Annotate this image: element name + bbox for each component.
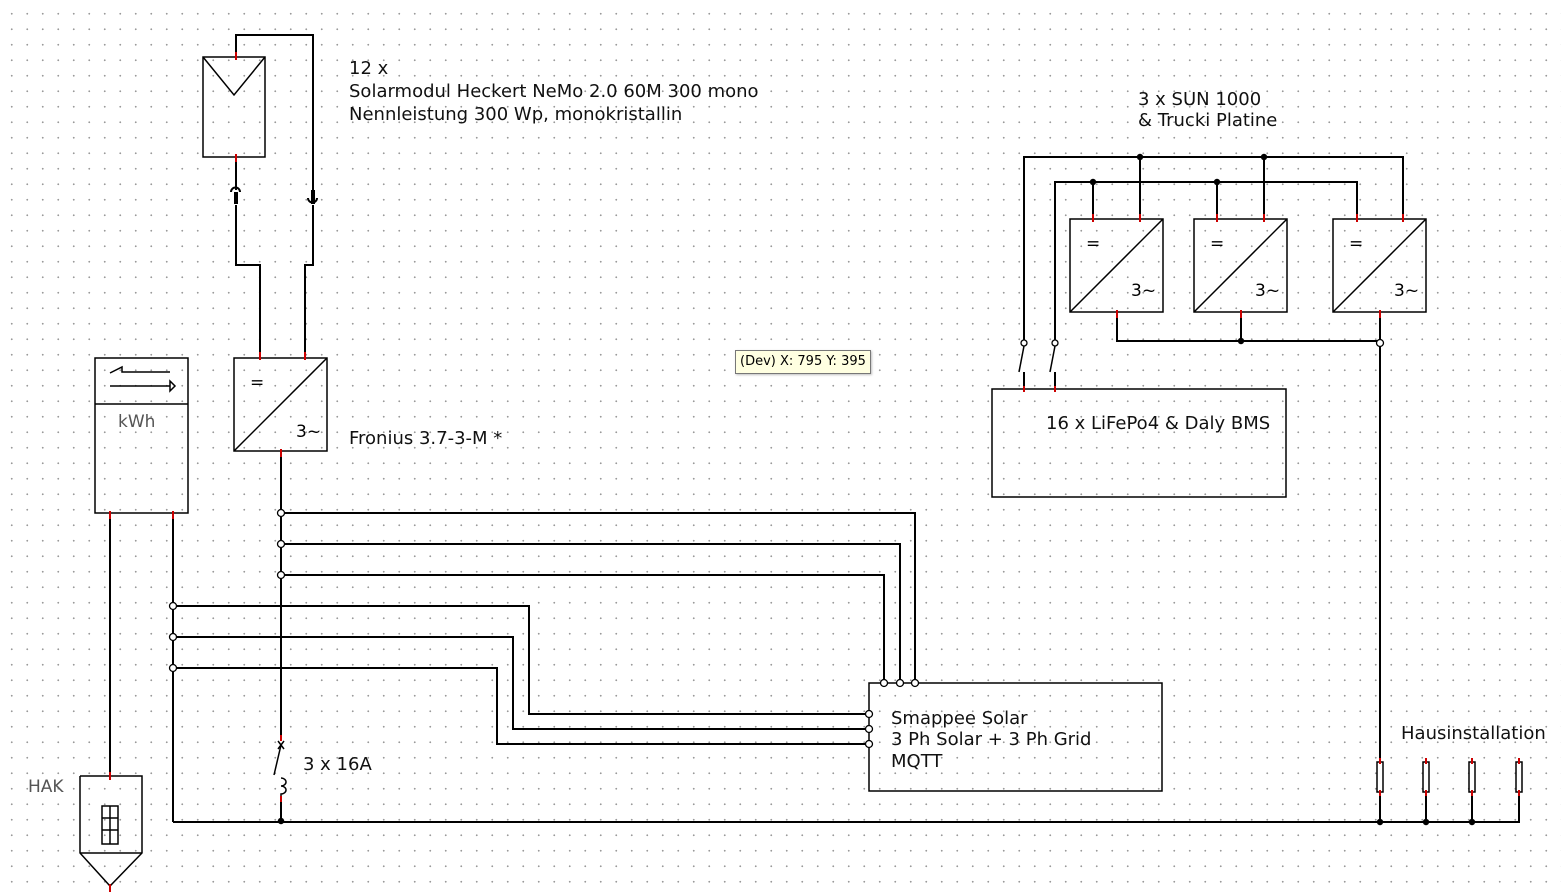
pin-markers [109,52,1520,892]
smappee-label-1: Smappee Solar [891,708,1028,729]
hak-label: HAK [28,777,64,797]
inverter-dc-label: = [1086,234,1100,254]
inverter-ac-label: 3~ [296,422,321,442]
smappee-label-3: MQTT [891,751,943,772]
smappee-label-2: 3 Ph Solar + 3 Ph Grid [891,729,1092,750]
solar-count-label: 12 x [349,58,389,79]
sun-board-label: & Trucki Platine [1138,110,1278,131]
battery-switch-icon[interactable] [1018,345,1056,373]
house-fuse-icons[interactable] [1376,761,1523,793]
smappee-box[interactable] [868,682,1163,792]
fronius-label: Fronius 3.7-3-M * [349,428,503,449]
inverter-dc-label: = [1349,234,1363,254]
breaker-label: 3 x 16A [303,754,372,775]
hak-connection-box[interactable] [79,775,143,888]
inverter-ac-label: 3~ [1255,281,1280,301]
terminal-circles[interactable] [168,338,1385,749]
junction-dots [277,153,1476,826]
sun1000-inverter-symbols[interactable] [1069,218,1427,313]
battery-label: 16 x LiFePo4 & Daly BMS [1046,413,1271,434]
wires [109,34,1520,823]
inverter-ac-label: 3~ [1131,281,1156,301]
breaker-switch-icon[interactable] [273,740,287,800]
battery-box[interactable] [991,388,1287,498]
kwh-meter-symbol[interactable] [94,357,189,514]
inverter-dc-label: = [1210,234,1224,254]
inverter-dc-label: = [250,373,264,393]
solar-model-label: Solarmodul Heckert NeMo 2.0 60M 300 mono [349,81,759,102]
inverter-glyphs: = 3~ = 3~ = 3~ = 3~ [250,234,1419,442]
solar-power-label: Nennleistung 300 Wp, monokristallin [349,104,683,125]
house-label: Hausinstallation [1401,723,1546,744]
solar-module-symbol[interactable] [202,56,266,158]
kwh-label: kWh [118,412,156,432]
mc4-connector-icon [230,186,318,204]
coordinate-tooltip: (Dev) X: 795 Y: 395 [735,350,871,374]
sun-count-label: 3 x SUN 1000 [1138,89,1262,110]
inverter-ac-label: 3~ [1394,281,1419,301]
